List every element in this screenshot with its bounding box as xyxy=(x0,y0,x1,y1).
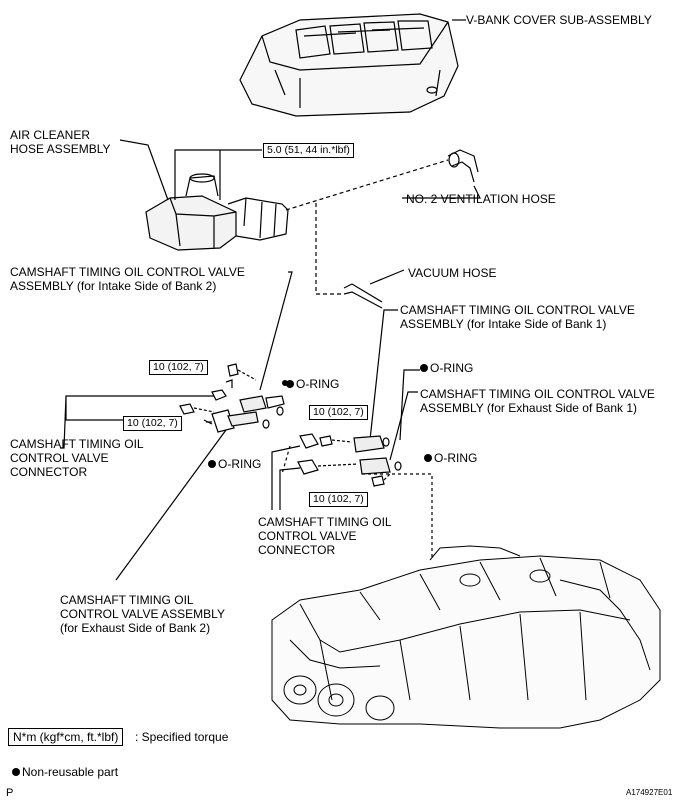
label-connector-right: CAMSHAFT TIMING OIL CONTROL VALVE CONNEC… xyxy=(258,515,392,557)
label-air-cleaner-hose: AIR CLEANER HOSE ASSEMBLY xyxy=(10,128,111,156)
torque-bolt-exhaust-bank1: 10 (102, 7) xyxy=(309,492,368,507)
label-no2-ventilation-hose: NO. 2 VENTILATION HOSE xyxy=(406,192,556,206)
label-o-ring-intake-bank1: O-RING xyxy=(420,361,473,375)
label-v-bank-cover: V-BANK COVER SUB-ASSEMBLY xyxy=(466,13,652,27)
vacuum-hose-illustration xyxy=(343,283,383,309)
non-reusable-dot-icon xyxy=(208,460,216,468)
label-o-ring-exhaust-bank2: O-RING xyxy=(208,457,261,471)
label-o-ring-bank2: O-RING xyxy=(286,377,339,391)
legend-non-reusable: Non-reusable part xyxy=(12,765,118,779)
torque-air-cleaner: 5.0 (51, 44 in.*lbf) xyxy=(263,143,354,158)
non-reusable-dot-icon xyxy=(286,380,294,388)
bank2-valves-illustration xyxy=(179,363,285,433)
label-valve-intake-bank1: CAMSHAFT TIMING OIL CONTROL VALVE ASSEMB… xyxy=(400,303,635,331)
bank1-valves-illustration xyxy=(297,433,402,487)
footer-left-code: P xyxy=(6,787,14,799)
figure-id: A174927E01 xyxy=(626,788,673,797)
label-valve-exhaust-bank1: CAMSHAFT TIMING OIL CONTROL VALVE ASSEMB… xyxy=(420,387,655,415)
air-cleaner-hose-illustration xyxy=(145,173,289,251)
non-reusable-dot-icon xyxy=(424,454,432,462)
label-connector-left: CAMSHAFT TIMING OIL CONTROL VALVE CONNEC… xyxy=(10,437,144,479)
engine-illustration xyxy=(271,545,661,729)
non-reusable-dot-icon xyxy=(12,768,20,776)
legend-torque-desc: : Specified torque xyxy=(135,730,229,744)
label-vacuum-hose: VACUUM HOSE xyxy=(408,266,497,280)
label-o-ring-exhaust-bank1: O-RING xyxy=(424,451,477,465)
no2-ventilation-hose-illustration xyxy=(447,149,479,183)
legend-torque-unit: N*m (kgf*cm, ft.*lbf) xyxy=(8,728,124,746)
label-valve-exhaust-bank2: CAMSHAFT TIMING OIL CONTROL VALVE ASSEMB… xyxy=(60,593,225,635)
label-valve-intake-bank2: CAMSHAFT TIMING OIL CONTROL VALVE ASSEMB… xyxy=(10,265,245,293)
torque-bolt-exhaust-bank2: 10 (102, 7) xyxy=(123,416,182,431)
torque-bolt-intake-bank1: 10 (102, 7) xyxy=(309,405,368,420)
torque-bolt-intake-bank2: 10 (102, 7) xyxy=(149,360,208,375)
non-reusable-dot-icon xyxy=(420,364,428,372)
v-bank-cover-illustration xyxy=(239,13,459,117)
